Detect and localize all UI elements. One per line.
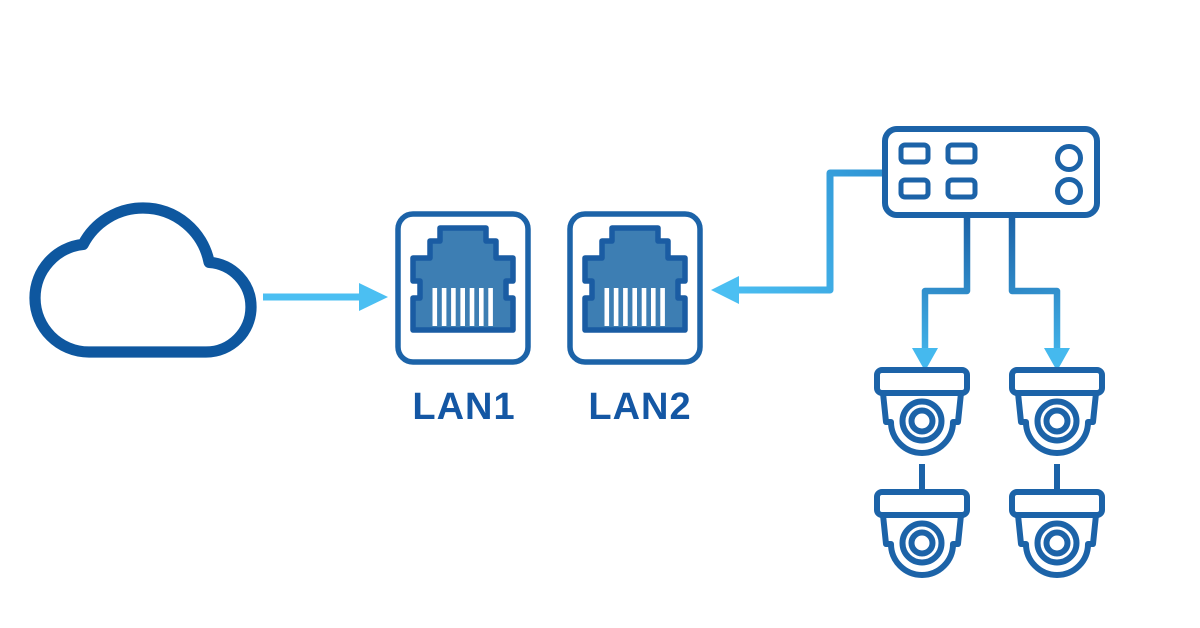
lan2-label: LAN2	[588, 386, 691, 428]
dome-camera-icon-1	[877, 370, 967, 453]
dome-camera-icon-3	[877, 492, 967, 575]
lan1-label: LAN1	[412, 386, 515, 428]
arrow-recorder-to-camera-right-icon	[1008, 217, 1070, 371]
lan1-ethernet-port-icon	[398, 214, 528, 362]
arrow-recorder-to-lan2-icon	[711, 169, 885, 304]
nvr-device-icon	[882, 126, 1100, 218]
dome-camera-icon-4	[1012, 492, 1102, 575]
arrow-recorder-to-camera-left-icon	[912, 217, 971, 371]
lan2-ethernet-port-icon	[570, 214, 700, 362]
cloud-icon	[29, 202, 257, 358]
dome-camera-icon-2	[1012, 370, 1102, 453]
arrow-cloud-to-lan1-icon	[263, 283, 388, 311]
